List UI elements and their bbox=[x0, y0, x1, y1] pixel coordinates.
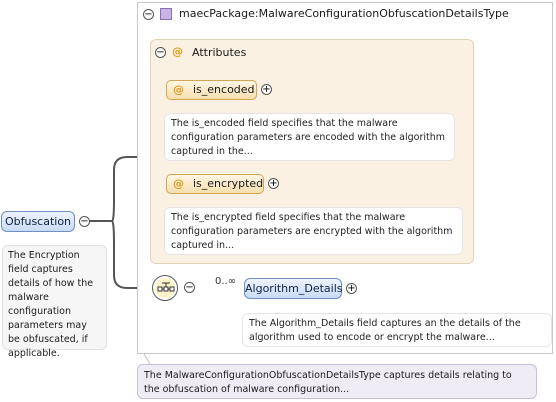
attribute-is-encrypted[interactable]: @ is_encrypted bbox=[166, 174, 264, 194]
connector-to-attributes bbox=[92, 156, 152, 222]
type-doc: The MalwareConfigurationObfuscationDetai… bbox=[137, 364, 537, 399]
type-collapse-icon[interactable]: − bbox=[143, 9, 154, 20]
expand-icon[interactable]: + bbox=[261, 84, 272, 95]
at-icon: @ bbox=[172, 45, 183, 58]
expand-icon[interactable]: + bbox=[346, 283, 357, 294]
connector-type-doc bbox=[143, 353, 151, 365]
expand-icon[interactable]: + bbox=[268, 178, 279, 189]
attributes-title: Attributes bbox=[192, 46, 247, 59]
type-square-icon bbox=[160, 8, 172, 20]
sequence-icon[interactable] bbox=[152, 275, 178, 301]
attribute-doc: The is_encrypted field specifies that th… bbox=[164, 207, 463, 255]
root-collapse-icon[interactable]: − bbox=[79, 216, 90, 227]
attribute-name: is_encrypted bbox=[193, 177, 264, 190]
cardinality-label: 0..∞ bbox=[215, 276, 237, 287]
root-element-obfuscation[interactable]: Obfuscation bbox=[1, 211, 75, 232]
attribute-doc: The is_encoded field specifies that the … bbox=[164, 113, 455, 161]
attribute-is-encoded[interactable]: @ is_encoded bbox=[166, 80, 257, 100]
type-title: maecPackage:MalwareConfigurationObfuscat… bbox=[179, 7, 509, 20]
attributes-collapse-icon[interactable]: − bbox=[155, 47, 166, 58]
at-icon: @ bbox=[173, 177, 184, 190]
element-algorithm-details[interactable]: Algorithm_Details bbox=[244, 278, 343, 299]
root-element-doc: The Encryption field captures details of… bbox=[2, 245, 107, 359]
attribute-name: is_encoded bbox=[193, 83, 255, 96]
sequence-collapse-icon[interactable]: − bbox=[184, 282, 195, 293]
element-doc: The Algorithm_Details field captures an … bbox=[242, 313, 552, 347]
connector-to-sequence bbox=[92, 220, 152, 289]
at-icon: @ bbox=[173, 83, 184, 96]
